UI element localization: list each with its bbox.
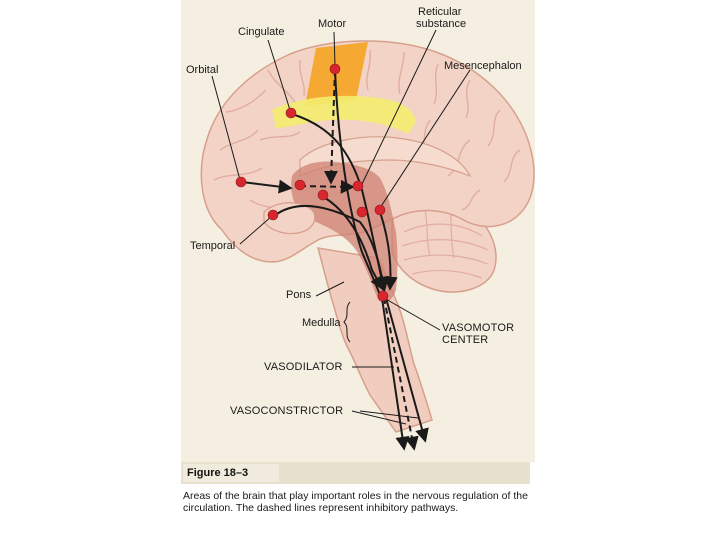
node-hypothalamus-2 [318, 190, 328, 200]
label-vasodilator: VASODILATOR [264, 361, 343, 373]
node-motor [330, 64, 340, 74]
label-orbital: Orbital [186, 64, 218, 76]
node-temporal [268, 210, 278, 220]
label-vasoconstrictor: VASOCONSTRICTOR [230, 405, 343, 417]
label-medulla: Medulla [302, 317, 341, 329]
label-mesencephalon: Mesencephalon [444, 60, 522, 72]
node-orbital [236, 177, 246, 187]
label-reticular-line2: substance [416, 18, 466, 30]
node-mesencephalon-2 [375, 205, 385, 215]
node-hypothalamus-1 [295, 180, 305, 190]
label-reticular-line1: Reticular [418, 6, 461, 18]
figure-caption: Areas of the brain that play important r… [183, 490, 528, 514]
label-vasomotor-line2: CENTER [442, 334, 488, 346]
label-cingulate: Cingulate [238, 26, 284, 38]
label-vasomotor-line1: VASOMOTOR [442, 322, 514, 334]
label-temporal: Temporal [190, 240, 235, 252]
node-reticular [353, 181, 363, 191]
node-vasomotor [378, 291, 388, 301]
label-motor: Motor [318, 18, 346, 30]
node-cingulate [286, 108, 296, 118]
figure-number: Figure 18–3 [183, 464, 279, 482]
node-mesencephalon-1 [357, 207, 367, 217]
label-pons: Pons [286, 289, 311, 301]
